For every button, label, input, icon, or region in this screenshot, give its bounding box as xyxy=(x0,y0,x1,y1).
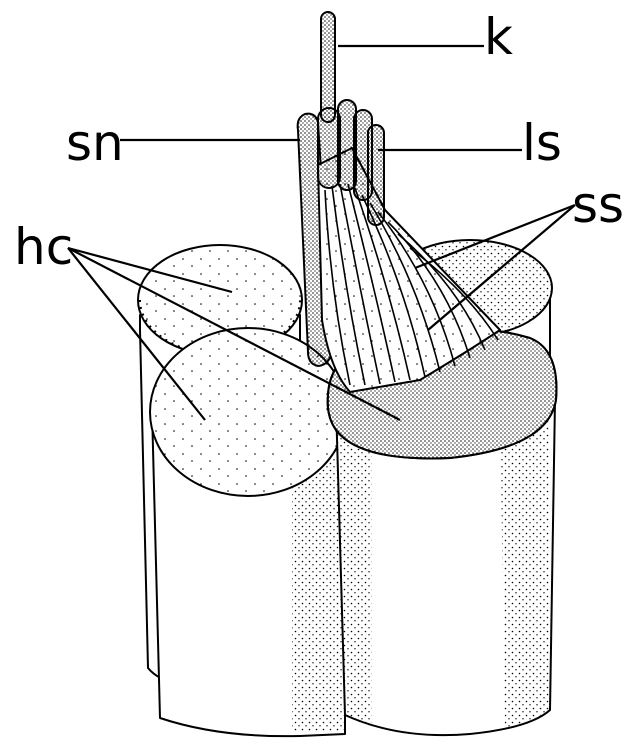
kinocilium xyxy=(321,12,335,122)
label-k: k xyxy=(484,12,513,62)
label-sn: sn xyxy=(66,118,124,168)
label-hc: hc xyxy=(14,222,73,272)
label-ls: ls xyxy=(522,118,562,168)
label-ss: ss xyxy=(572,180,624,230)
